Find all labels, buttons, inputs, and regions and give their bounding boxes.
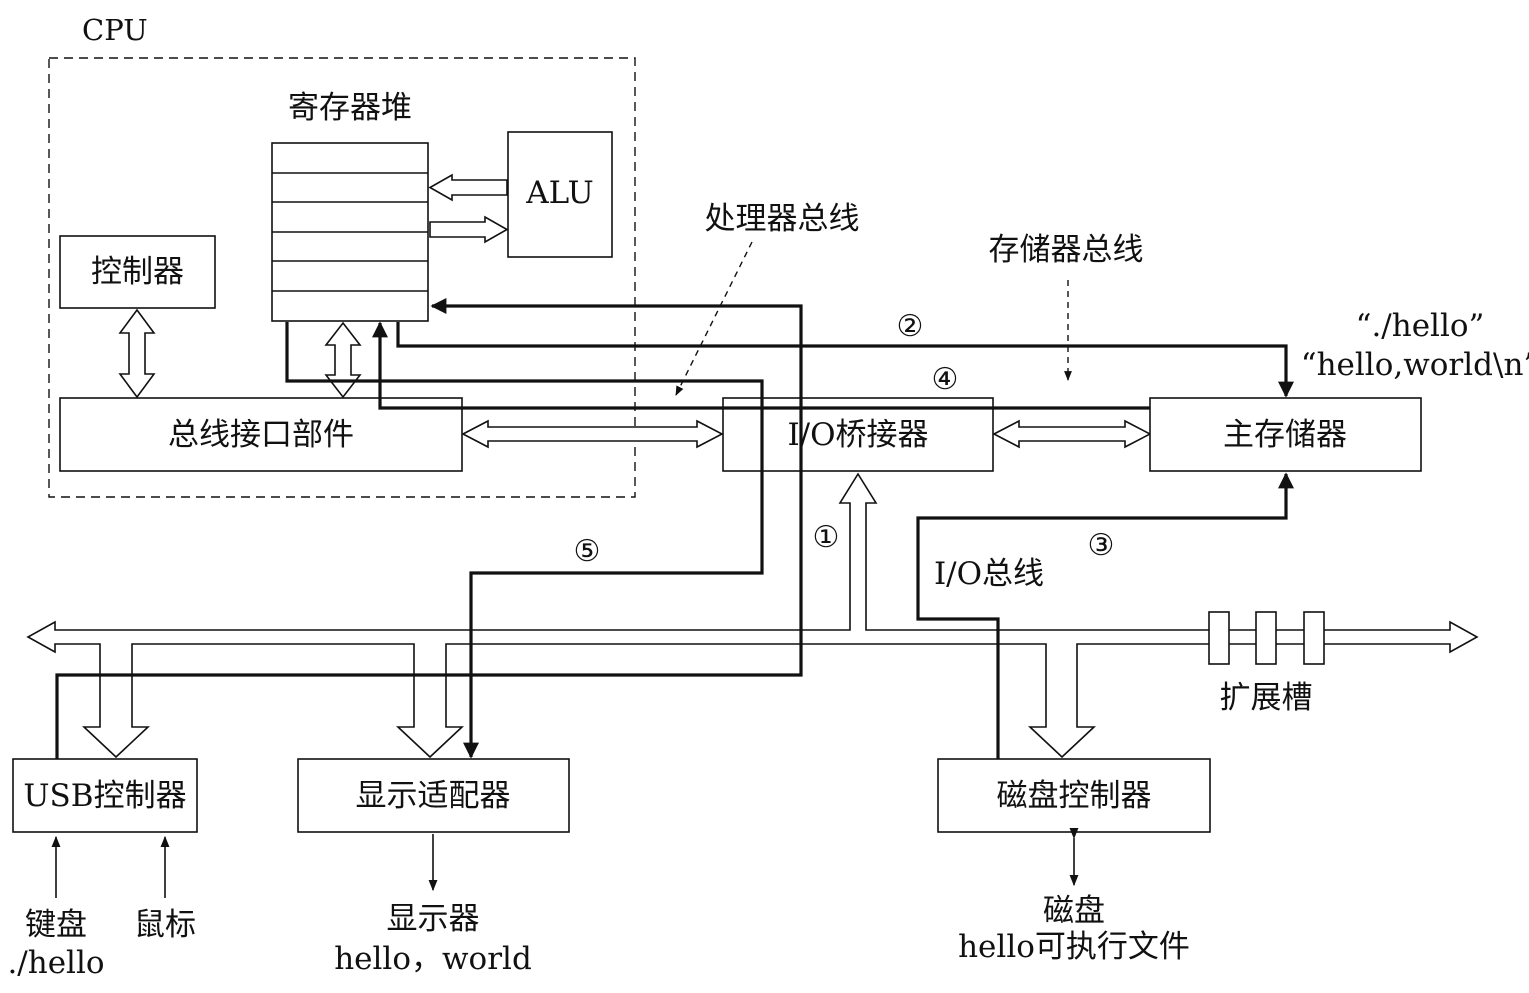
step-2-label: ② <box>897 309 924 344</box>
main-memory-box <box>1149 397 1422 472</box>
processor-bus-arrow <box>461 419 724 449</box>
usb-controller-box <box>12 758 198 833</box>
main-memory-label: 主存储器 <box>1223 417 1347 453</box>
disk-label: 磁盘 <box>1043 893 1105 929</box>
alu-box <box>507 131 613 258</box>
memory-content-hello-string: “hello,world\n” <box>1301 347 1529 383</box>
step-5-label: ⑤ <box>574 534 601 569</box>
mouse-label: 鼠标 <box>134 907 196 943</box>
register-file-label: 寄存器堆 <box>288 90 412 126</box>
io-bus <box>26 472 1479 759</box>
register-bus-arrow <box>324 321 362 399</box>
bus-interface-box <box>59 397 463 472</box>
step-3-label: ③ <box>1088 528 1115 563</box>
flow-step-1 <box>55 298 803 759</box>
cpu-boundary <box>48 57 636 498</box>
processor-bus-label: 处理器总线 <box>705 201 860 237</box>
expansion-slots-label: 扩展槽 <box>1220 680 1313 716</box>
disk-content-text: hello可执行文件 <box>958 929 1190 965</box>
controller-box <box>59 235 216 309</box>
io-bridge-box <box>722 397 994 472</box>
disk-controller-label: 磁盘控制器 <box>997 778 1152 814</box>
controller-label: 控制器 <box>91 254 184 290</box>
register-file <box>271 142 429 322</box>
bus-interface-label: 总线接口部件 <box>168 417 354 453</box>
register-to-alu-arrow <box>429 215 509 244</box>
keyboard-label: 键盘 <box>25 907 87 943</box>
processor-bus-pointer <box>675 241 753 396</box>
alu-label: ALU <box>525 175 593 211</box>
display-adapter-box <box>297 758 570 833</box>
keyboard-input-text: ./hello <box>7 945 104 981</box>
memory-bus-label: 存储器总线 <box>989 232 1144 268</box>
alu-to-register-arrow <box>428 173 508 202</box>
expansion-slots <box>1208 611 1325 665</box>
step-4-label: ④ <box>932 362 959 397</box>
flow-step-5 <box>285 322 764 759</box>
memory-bus-arrow <box>992 419 1152 449</box>
flow-step-3 <box>916 472 1294 759</box>
usb-controller-label: USB控制器 <box>23 778 186 814</box>
io-bridge-label: I/O桥接器 <box>787 417 928 453</box>
display-label: 显示器 <box>387 901 480 937</box>
controller-bus-arrow <box>118 308 156 399</box>
step-1-label: ① <box>813 520 840 555</box>
memory-content-hello-cmd: “./hello” <box>1356 308 1485 344</box>
display-output-text: hello，world <box>334 941 532 977</box>
disk-controller-box <box>937 758 1211 833</box>
flow-step-2 <box>396 322 1294 398</box>
flow-step-4 <box>372 321 1150 410</box>
display-adapter-label: 显示适配器 <box>356 778 511 814</box>
io-bus-label: I/O总线 <box>934 556 1044 592</box>
cpu-label: CPU <box>82 13 148 47</box>
